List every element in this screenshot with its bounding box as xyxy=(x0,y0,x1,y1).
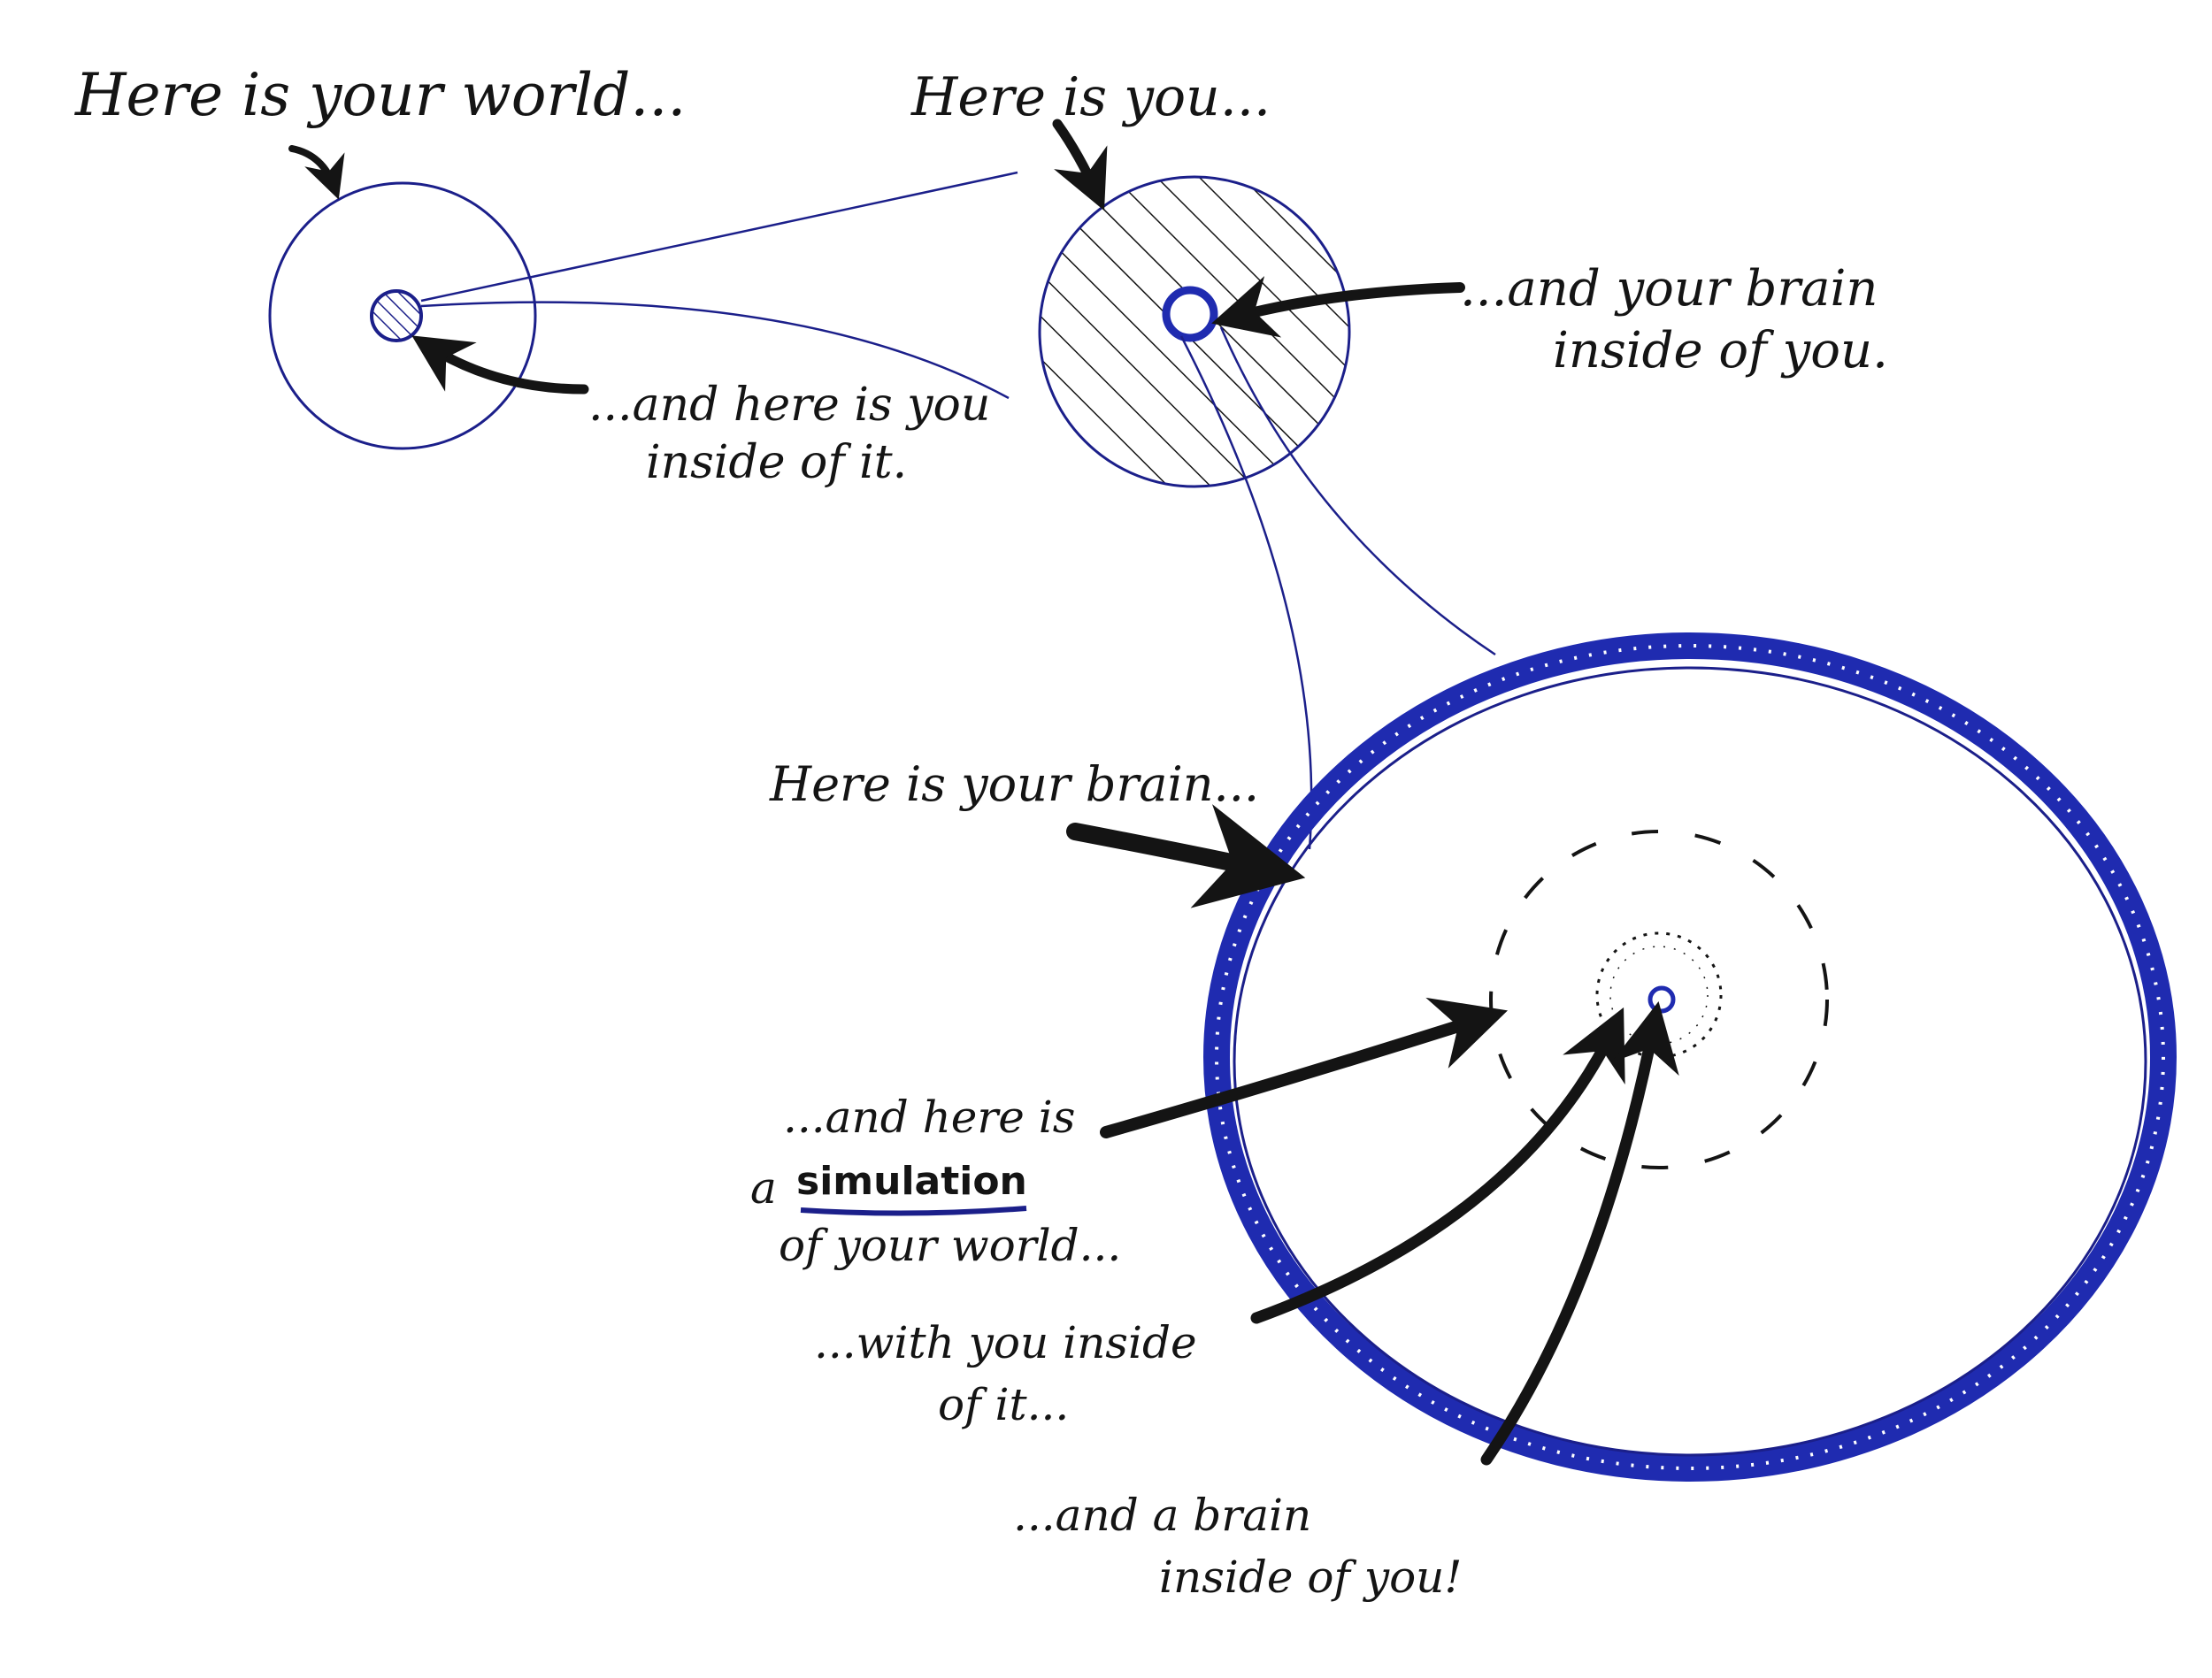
brain-rim-texture xyxy=(1215,644,2165,1470)
arrow-to-simulated-brain xyxy=(1480,1001,1679,1466)
arrow-to-you-circle xyxy=(1052,119,1108,211)
you-in-world-dot xyxy=(370,289,423,342)
simulated-brain-dot xyxy=(1647,985,1676,1014)
label-simulation-prefix: a xyxy=(750,1162,777,1214)
world-group xyxy=(268,181,537,450)
zoom-line-brain-left xyxy=(1179,335,1313,850)
arrows xyxy=(288,119,1679,1466)
label-brain-inside-1: ...and a brain xyxy=(1013,1490,1311,1541)
simulated-you-fill xyxy=(1609,946,1709,1045)
label-brain-inside-2: inside of you! xyxy=(1159,1552,1462,1603)
label-simulation-1: ...and here is xyxy=(783,1092,1075,1143)
label-you-in-world-2: inside of it. xyxy=(646,436,907,489)
label-simulation-word: simulation xyxy=(796,1159,1027,1204)
simulated-you-circle xyxy=(1595,931,1723,1059)
world-circle xyxy=(268,181,537,450)
label-your-brain: Here is your brain... xyxy=(769,756,1259,812)
simulation-underline xyxy=(800,1206,1027,1216)
label-simulation-3: of your world... xyxy=(779,1220,1121,1271)
arrow-to-simulated-you xyxy=(1250,1007,1625,1324)
brain-in-you-ring xyxy=(1162,286,1218,342)
label-you-inside-2: of it... xyxy=(938,1379,1069,1430)
arrow-to-you-in-world xyxy=(411,335,589,395)
label-you: Here is you... xyxy=(910,66,1271,128)
label-brain-in-you-2: inside of you. xyxy=(1553,322,1888,379)
arrow-to-brain-in-you xyxy=(1211,276,1465,338)
zoom-line-brain-right xyxy=(1219,326,1496,656)
label-world: Here is your world... xyxy=(74,61,686,129)
brain-inner-edge xyxy=(1233,666,2147,1457)
zoom-line-upper xyxy=(420,171,1018,303)
label-brain-in-you-1: ...and your brain xyxy=(1460,260,1878,318)
you-group xyxy=(1038,175,1351,488)
brain-group xyxy=(1203,632,2177,1482)
arrow-to-simulation xyxy=(1100,997,1509,1138)
label-you-inside-1: ...with you inside xyxy=(814,1317,1197,1368)
zoom-line-lower xyxy=(420,301,1010,400)
arrow-to-world-circle xyxy=(288,145,345,200)
arrow-to-brain-circle xyxy=(1066,804,1306,908)
labels: Here is your world... ...and here is you… xyxy=(74,61,1888,1603)
label-you-in-world-1: ...and here is you xyxy=(588,379,990,432)
